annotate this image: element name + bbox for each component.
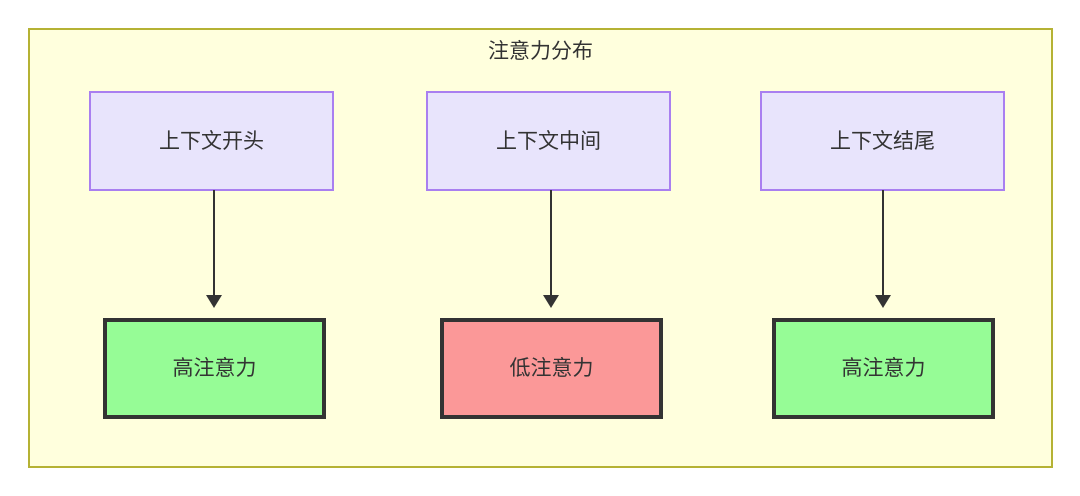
arrow-head-icon [875, 295, 891, 308]
node-attention-middle-label: 低注意力 [509, 357, 594, 380]
node-context-middle-label: 上下文中间 [496, 129, 601, 153]
arrow-shaft [882, 190, 884, 300]
node-context-end[interactable]: 上下文结尾 [760, 91, 1005, 191]
node-context-start-label: 上下文开头 [159, 129, 264, 153]
node-attention-start[interactable]: 高注意力 [103, 318, 326, 419]
arrow-shaft [550, 190, 552, 300]
node-attention-end-label: 高注意力 [841, 357, 926, 380]
arrow-end-to-attention [875, 190, 891, 308]
node-attention-start-label: 高注意力 [172, 357, 257, 380]
node-context-middle[interactable]: 上下文中间 [426, 91, 671, 191]
subgraph-title: 注意力分布 [488, 40, 593, 63]
node-attention-middle[interactable]: 低注意力 [440, 318, 663, 419]
arrow-start-to-attention [206, 190, 222, 308]
node-context-start[interactable]: 上下文开头 [89, 91, 334, 191]
arrow-middle-to-attention [543, 190, 559, 308]
arrow-shaft [213, 190, 215, 300]
arrow-head-icon [206, 295, 222, 308]
arrow-head-icon [543, 295, 559, 308]
node-attention-end[interactable]: 高注意力 [772, 318, 995, 419]
node-context-end-label: 上下文结尾 [830, 129, 935, 153]
